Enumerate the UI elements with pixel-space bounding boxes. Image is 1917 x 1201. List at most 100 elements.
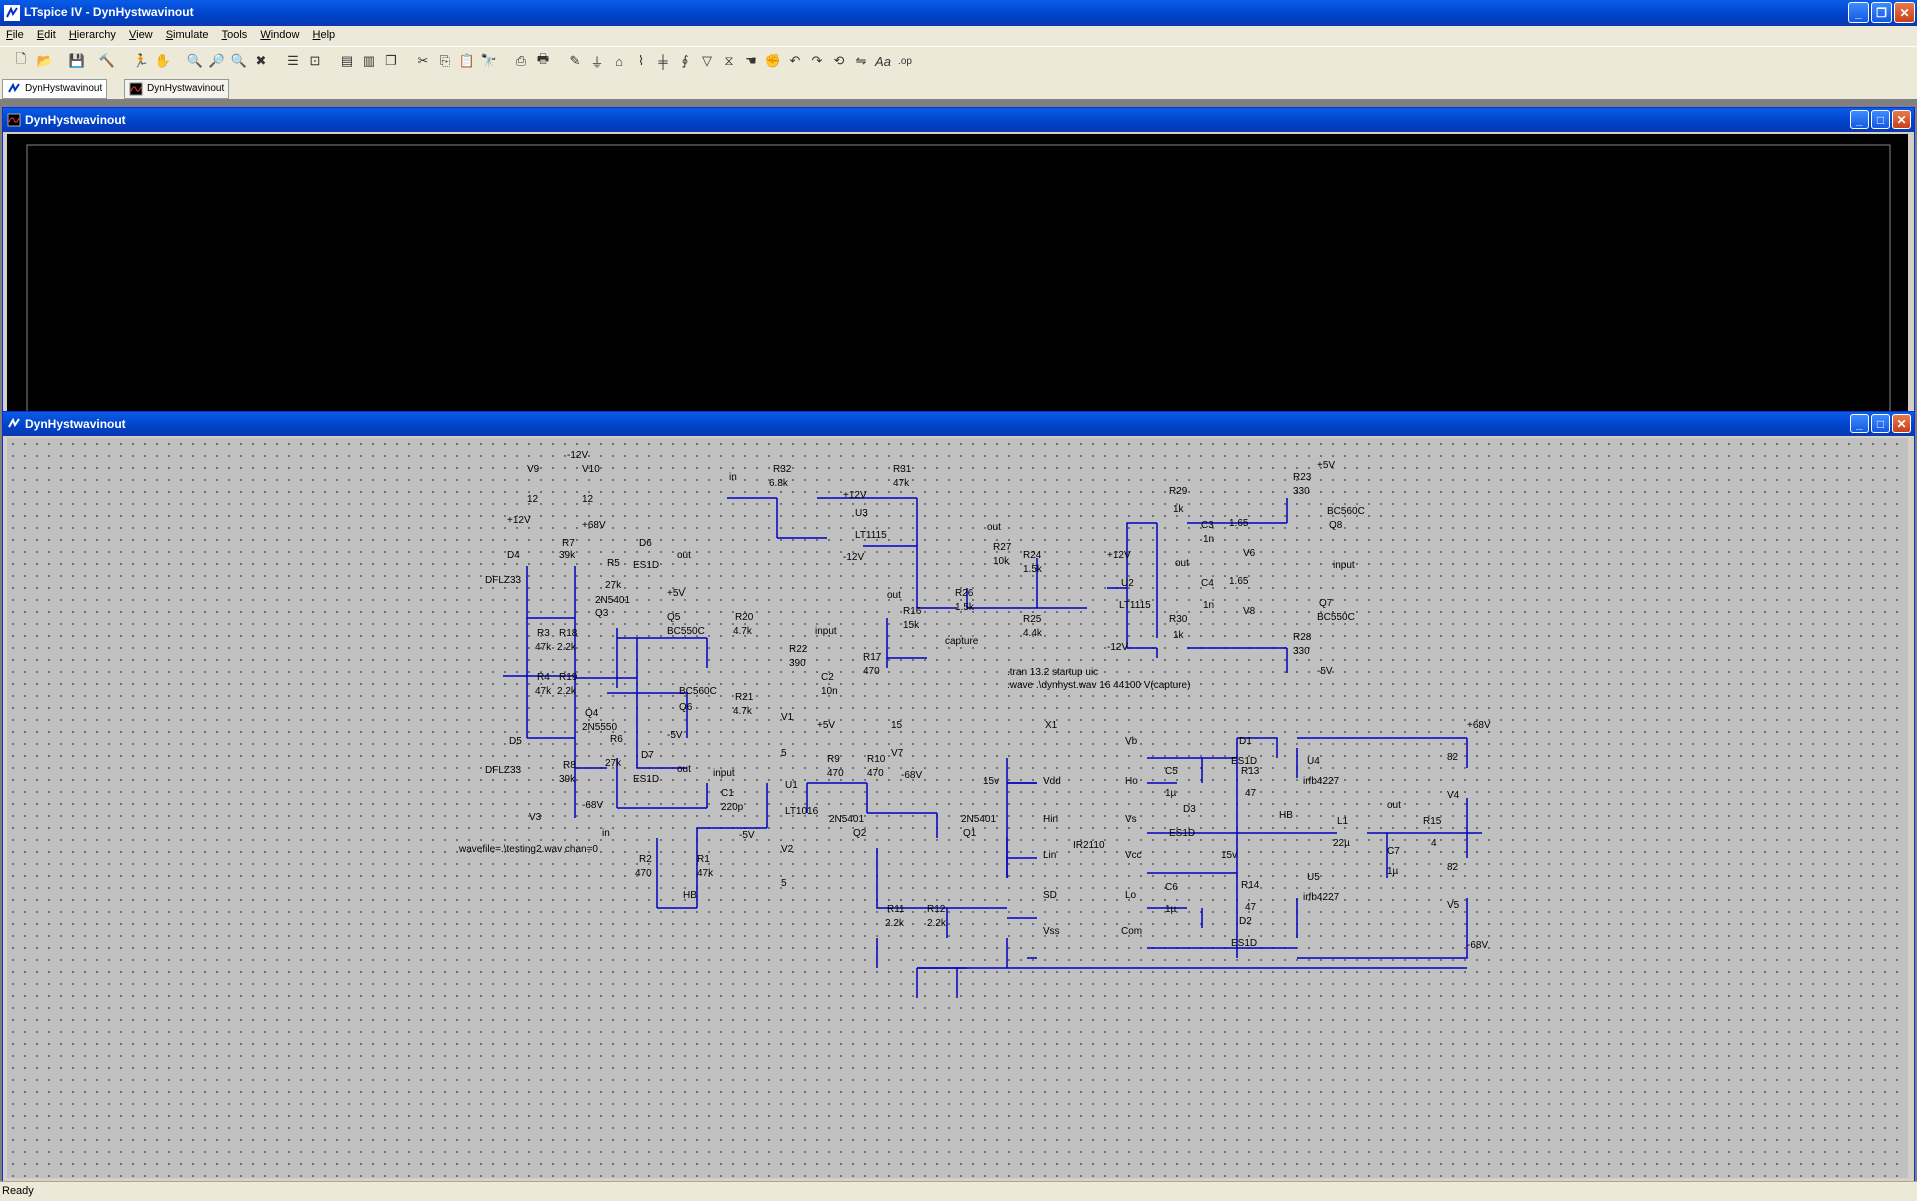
- find-icon[interactable]: 🔭: [480, 53, 498, 68]
- label-r8v[interactable]: 39k: [559, 774, 576, 785]
- label-q3t[interactable]: 2N5401: [595, 595, 630, 606]
- save-icon[interactable]: 💾: [68, 53, 86, 68]
- label-r25v[interactable]: 4.4k: [1023, 628, 1043, 639]
- label-com[interactable]: Com: [1121, 926, 1142, 937]
- label-plus12a[interactable]: +12V: [507, 515, 531, 526]
- label-minus12b[interactable]: -12V: [843, 552, 864, 563]
- rotate-icon[interactable]: ⟲: [833, 53, 845, 68]
- label-minus5b[interactable]: -5V: [1317, 666, 1333, 677]
- label-v2[interactable]: V2: [781, 844, 794, 855]
- label-r24v[interactable]: 1.5k: [1023, 564, 1043, 575]
- label-q6t[interactable]: BC560C: [679, 686, 717, 697]
- tab-schematic[interactable]: DynHystwavinout: [2, 79, 108, 99]
- label-v7[interactable]: V7: [891, 748, 904, 759]
- label-q7t[interactable]: BC550C: [1317, 612, 1355, 623]
- label-u2[interactable]: U2: [1121, 578, 1134, 589]
- label-v10[interactable]: V10: [582, 464, 600, 475]
- schem-minimize-button[interactable]: _: [1850, 414, 1869, 433]
- label-vcc[interactable]: Vcc: [1125, 850, 1142, 861]
- label-minus12a[interactable]: -12V: [567, 450, 588, 461]
- label-r5v[interactable]: 27k: [605, 580, 622, 591]
- label-c2v[interactable]: 10n: [821, 686, 838, 697]
- label-in1[interactable]: in: [602, 828, 610, 839]
- label-r1v[interactable]: 47k: [697, 868, 714, 879]
- mirror-icon[interactable]: ⇋: [855, 53, 867, 68]
- label-r25[interactable]: R25: [1023, 614, 1042, 625]
- label-r15[interactable]: R15: [1423, 816, 1442, 827]
- label-q6[interactable]: Q6: [679, 702, 693, 713]
- menu-edit[interactable]: Edit: [36, 29, 56, 41]
- zoom-out-icon[interactable]: 🔍: [230, 53, 248, 68]
- label-r3v[interactable]: 47k: [535, 642, 552, 653]
- label-d3[interactable]: D3: [1183, 804, 1196, 815]
- label-c6[interactable]: C6: [1165, 882, 1178, 893]
- label-lin[interactable]: Lin: [1043, 850, 1056, 861]
- label-out6[interactable]: out: [1387, 800, 1401, 811]
- label-out2[interactable]: out: [677, 764, 691, 775]
- label-hb2[interactable]: HB: [1279, 810, 1293, 821]
- label-r29v[interactable]: 1k: [1173, 504, 1185, 515]
- label-lt1115a[interactable]: LT1115: [855, 530, 887, 541]
- label-c2[interactable]: C2: [821, 672, 834, 683]
- label-v4[interactable]: V4: [1447, 790, 1460, 801]
- label-input3[interactable]: input: [713, 768, 735, 779]
- label-c3[interactable]: C3: [1201, 520, 1214, 531]
- label-hin[interactable]: Hin: [1043, 814, 1058, 825]
- label-c4v[interactable]: 1n: [1203, 600, 1214, 611]
- label-r14v[interactable]: 47: [1245, 902, 1257, 913]
- open-icon[interactable]: 📂: [36, 53, 54, 68]
- label-u4[interactable]: U4: [1307, 756, 1320, 767]
- label-c3v[interactable]: 1n: [1203, 534, 1214, 545]
- label-v8v[interactable]: 1.65: [1229, 576, 1249, 587]
- label-d7[interactable]: D7: [641, 750, 654, 761]
- label-r29[interactable]: R29: [1169, 486, 1188, 497]
- menu-window[interactable]: Window: [260, 29, 300, 41]
- label-r11[interactable]: R11: [887, 904, 905, 915]
- menu-help[interactable]: Help: [312, 29, 336, 41]
- run-icon[interactable]: 🏃: [132, 53, 150, 68]
- label-out4[interactable]: out: [887, 590, 901, 601]
- component-icon[interactable]: ⧖: [724, 53, 734, 68]
- label-sd[interactable]: SD: [1043, 890, 1057, 901]
- label-r6v[interactable]: 27k: [605, 758, 622, 769]
- label-c5v[interactable]: 1µ: [1165, 788, 1177, 799]
- label-r27[interactable]: R27: [993, 542, 1012, 553]
- label-r18[interactable]: R18: [559, 628, 578, 639]
- diode-icon[interactable]: ▽: [702, 53, 712, 68]
- cut-icon[interactable]: ✂: [417, 53, 429, 68]
- label-out1[interactable]: out: [677, 550, 691, 561]
- label-r31v[interactable]: 47k: [893, 478, 910, 489]
- label-r4[interactable]: R4: [537, 672, 550, 683]
- label-d6[interactable]: D6: [639, 538, 652, 549]
- label-v4v[interactable]: 82: [1447, 752, 1459, 763]
- plot-maximize-button[interactable]: □: [1871, 110, 1890, 129]
- label-q4t[interactable]: 2N5550: [582, 722, 617, 733]
- label-vdd[interactable]: Vdd: [1043, 776, 1061, 787]
- label-r12v[interactable]: 2.2k: [927, 918, 947, 929]
- spice-directive-icon[interactable]: .op: [898, 55, 912, 67]
- label-r3[interactable]: R3: [537, 628, 550, 639]
- label-v10val[interactable]: 12: [582, 494, 594, 505]
- redo-icon[interactable]: ↷: [811, 53, 823, 68]
- label-r17v[interactable]: 470: [863, 666, 880, 677]
- label-r11v[interactable]: 2.2k: [885, 918, 905, 929]
- control-panel-icon[interactable]: 🔨: [98, 53, 116, 68]
- label-c4[interactable]: C4: [1201, 578, 1214, 589]
- label-q1[interactable]: Q1: [963, 828, 977, 839]
- label-r1[interactable]: R1: [697, 854, 710, 865]
- label-x1[interactable]: X1: [1045, 720, 1058, 731]
- label-u3[interactable]: U3: [855, 508, 868, 519]
- label-c1[interactable]: C1: [721, 788, 734, 799]
- label-plus68b[interactable]: +68V: [1467, 720, 1491, 731]
- label-r24[interactable]: R24: [1023, 550, 1042, 561]
- label-q5[interactable]: Q5: [667, 612, 681, 623]
- label-r26v[interactable]: 1.5k: [955, 602, 975, 613]
- label-q3[interactable]: Q3: [595, 608, 609, 619]
- copy-icon[interactable]: ⎘: [439, 53, 451, 68]
- label-r8[interactable]: R8: [563, 760, 576, 771]
- label-plus12c[interactable]: +12V: [1107, 550, 1131, 561]
- zoom-in-icon[interactable]: 🔍: [186, 53, 204, 68]
- label-v6v[interactable]: 1.65: [1229, 518, 1249, 529]
- label-r13v[interactable]: 47: [1245, 788, 1257, 799]
